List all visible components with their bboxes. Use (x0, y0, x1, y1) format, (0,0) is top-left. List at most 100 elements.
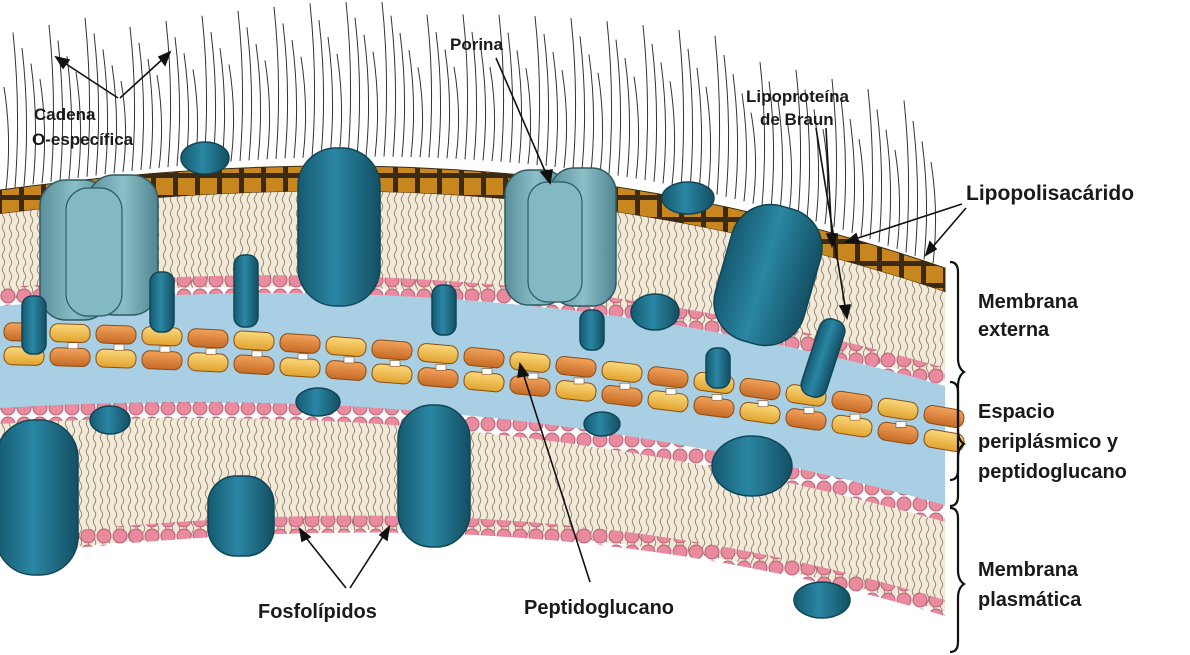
o-chain-strand (481, 49, 486, 160)
o-chain-strand (22, 48, 27, 186)
peptidoglycan-unit (96, 349, 137, 368)
peptide-crosslink (436, 364, 446, 370)
o-chain-strand (283, 23, 288, 158)
o-chain-strand (229, 65, 234, 162)
label-espacio-line2: periplásmico y (978, 431, 1119, 453)
peptide-crosslink (206, 348, 216, 354)
label-membrana-externa-line1: Membrana (978, 291, 1079, 313)
o-chain-strand (256, 44, 261, 160)
o-chain-strand (634, 77, 639, 179)
label-membrana-externa-line2: externa (978, 319, 1050, 341)
o-chain-strand (850, 119, 855, 233)
o-chain-strand (319, 20, 324, 157)
o-chain-strand (679, 30, 684, 187)
o-chain-strand (841, 99, 846, 230)
label-espacio-line1: Espacio (978, 401, 1055, 423)
peptidoglycan-unit (96, 325, 137, 344)
peptide-crosslink (712, 395, 722, 401)
peptidoglycan-unit (463, 347, 505, 369)
o-chain-strand (490, 67, 495, 161)
label-braun-line1: Lipoproteína (746, 87, 849, 106)
o-chain-strand (760, 62, 765, 206)
o-chain-strand (508, 33, 513, 163)
o-chain-strand (688, 49, 693, 189)
o-chain-strand (562, 70, 567, 168)
peptide-crosslink (114, 344, 124, 350)
o-chain-strand (625, 58, 630, 177)
o-chain-strand (373, 52, 378, 157)
peptidoglycan-unit (325, 336, 366, 357)
o-chain-strand (607, 21, 612, 174)
o-chain-strand (436, 32, 441, 158)
o-chain-strand (877, 109, 882, 242)
label-fosfolipidos: Fosfolípidos (258, 601, 377, 623)
peptidoglycan-unit (371, 339, 412, 360)
o-chain-strand (274, 7, 279, 159)
o-chain-strand (391, 16, 396, 157)
o-chain-strand (382, 2, 387, 157)
o-chain-strand (571, 18, 576, 169)
o-chain-strand (310, 3, 315, 157)
label-cadena-line1: Cadena (34, 105, 96, 124)
peptidoglycan-unit (509, 351, 551, 373)
label-peptidoglucano: Peptidoglucano (524, 597, 674, 619)
peptide-crosslink (298, 354, 308, 360)
o-chain-strand (715, 36, 720, 195)
o-chain-strand (364, 35, 369, 157)
o-chain-strand (526, 68, 531, 164)
porin-center (505, 168, 616, 306)
peptide-crosslink (896, 421, 906, 427)
o-chain-strand (913, 121, 918, 256)
peptide-crosslink (482, 369, 492, 375)
o-chain-strand (85, 18, 90, 177)
o-chain-strand (445, 49, 450, 158)
o-chain-strand (742, 93, 747, 201)
o-chain-strand (4, 87, 9, 189)
porin-left (40, 175, 158, 320)
o-chain-strand (238, 11, 243, 161)
o-chain-strand (49, 25, 54, 182)
o-chain-strand (553, 52, 558, 167)
peptide-crosslink (390, 361, 400, 367)
label-lipopolisacarido: Lipopolisacárido (966, 182, 1134, 205)
o-chain-strand (265, 60, 270, 159)
peptidoglycan-unit (234, 331, 275, 351)
peptide-crosslink (758, 401, 768, 407)
peptide-crosslink (666, 389, 676, 395)
peptidoglycan-unit (142, 350, 183, 370)
peptide-crosslink (160, 346, 170, 352)
o-chain-strand (166, 21, 171, 167)
o-chain-strand (130, 27, 135, 171)
peptide-crosslink (850, 414, 860, 420)
o-chain-strand (454, 67, 459, 159)
peptide-crosslink (574, 378, 584, 384)
o-chain-strand (751, 113, 756, 204)
o-chain-strand (418, 67, 423, 157)
o-chain-strand (139, 43, 144, 170)
peptidoglycan-unit (50, 348, 91, 367)
o-chain-strand (247, 27, 252, 160)
peptidoglycan-unit (234, 355, 275, 375)
o-chain-strand (616, 40, 621, 176)
o-chain-strand (670, 81, 675, 185)
label-membrana-plasmatica-line2: plasmática (978, 589, 1082, 611)
o-chain-strand (661, 62, 666, 183)
o-chain-strand (400, 33, 405, 157)
o-chain-strand (427, 15, 432, 158)
o-chain-strand (346, 2, 351, 157)
o-chain-strand (652, 44, 657, 182)
label-membrana-plasmatica-line1: Membrana (978, 559, 1079, 581)
peptide-crosslink (344, 357, 354, 363)
o-chain-strand (157, 75, 162, 168)
label-porina: Porina (450, 35, 503, 54)
o-chain-strand (724, 55, 729, 197)
o-chain-strand (148, 59, 153, 169)
label-cadena-line2: O-específica (32, 130, 134, 149)
peptide-crosslink (68, 343, 78, 349)
o-chain-strand (580, 36, 585, 170)
o-chain-strand (535, 16, 540, 165)
section-brackets (950, 262, 964, 652)
o-chain-strand (643, 25, 648, 180)
peptidoglycan-unit (188, 352, 229, 372)
